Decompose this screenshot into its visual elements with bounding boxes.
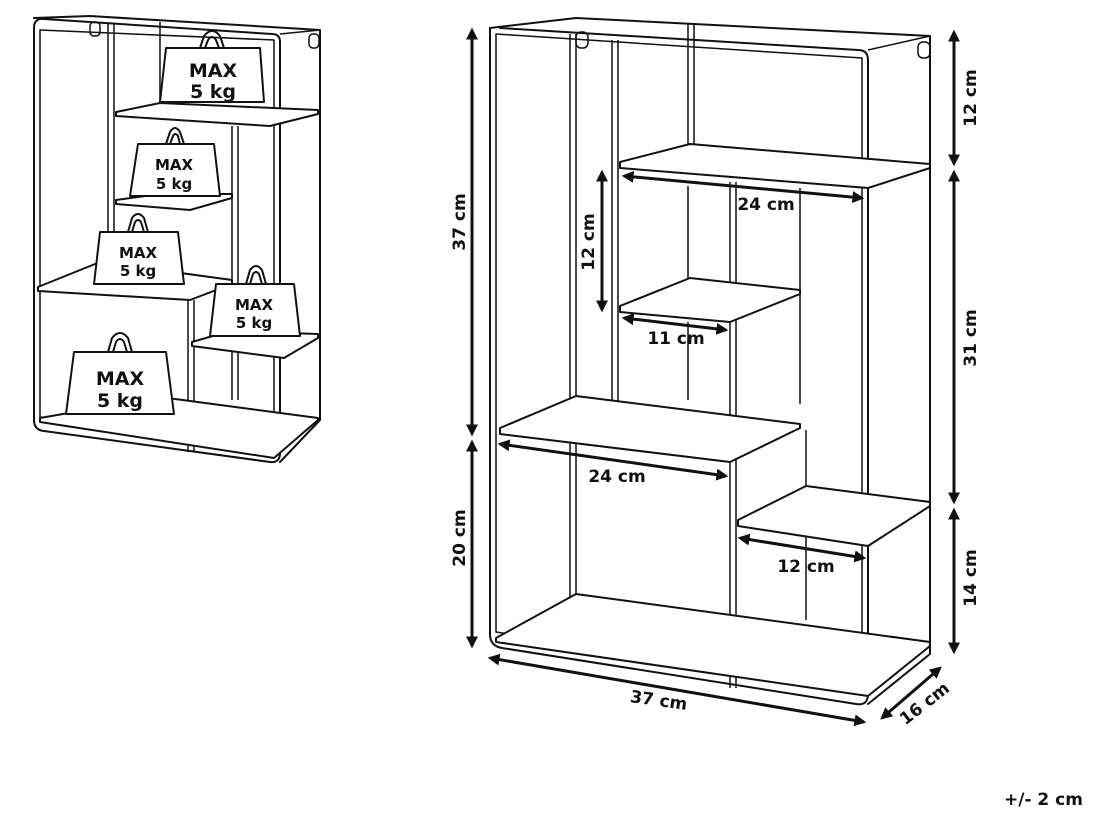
dim-depth: 16 cm [896, 679, 954, 730]
weight-bottom-line1: MAX [96, 368, 145, 390]
large-shelf-illustration [489, 17, 931, 706]
weight-upper: MAX 5 kg [129, 127, 221, 197]
weight-bottom: MAX 5 kg [65, 332, 175, 415]
weight-middle: MAX 5 kg [93, 213, 185, 285]
weight-upper-line2: 5 kg [156, 175, 192, 193]
dim-lower-left: 20 cm [450, 509, 470, 566]
weight-top-line2: 5 kg [190, 81, 236, 103]
dim-top-gap: 12 cm [961, 69, 981, 126]
weight-right: MAX 5 kg [209, 265, 301, 337]
weight-middle-line2: 5 kg [120, 262, 156, 280]
weight-middle-line1: MAX [119, 244, 158, 262]
dim-middle-shelf-width: 24 cm [588, 467, 645, 487]
dimension-lines [466, 27, 960, 727]
dim-right-shelf-width: 12 cm [777, 557, 834, 577]
weight-top-line1: MAX [189, 60, 238, 82]
weight-right-line1: MAX [235, 296, 274, 314]
dim-inner-height: 12 cm [579, 213, 599, 270]
weight-bottom-line2: 5 kg [97, 390, 143, 412]
dim-upper-left: 37 cm [450, 193, 470, 250]
dim-top-shelf-width: 24 cm [737, 195, 794, 215]
weight-upper-line1: MAX [155, 156, 194, 174]
dim-middle-height: 31 cm [961, 309, 981, 366]
dim-small-shelf-width: 11 cm [647, 329, 704, 349]
tolerance-note: +/- 2 cm [1004, 790, 1083, 810]
weight-right-line2: 5 kg [236, 314, 272, 332]
weight-top: MAX 5 kg [159, 30, 265, 103]
dim-bottom-right: 14 cm [961, 549, 981, 606]
